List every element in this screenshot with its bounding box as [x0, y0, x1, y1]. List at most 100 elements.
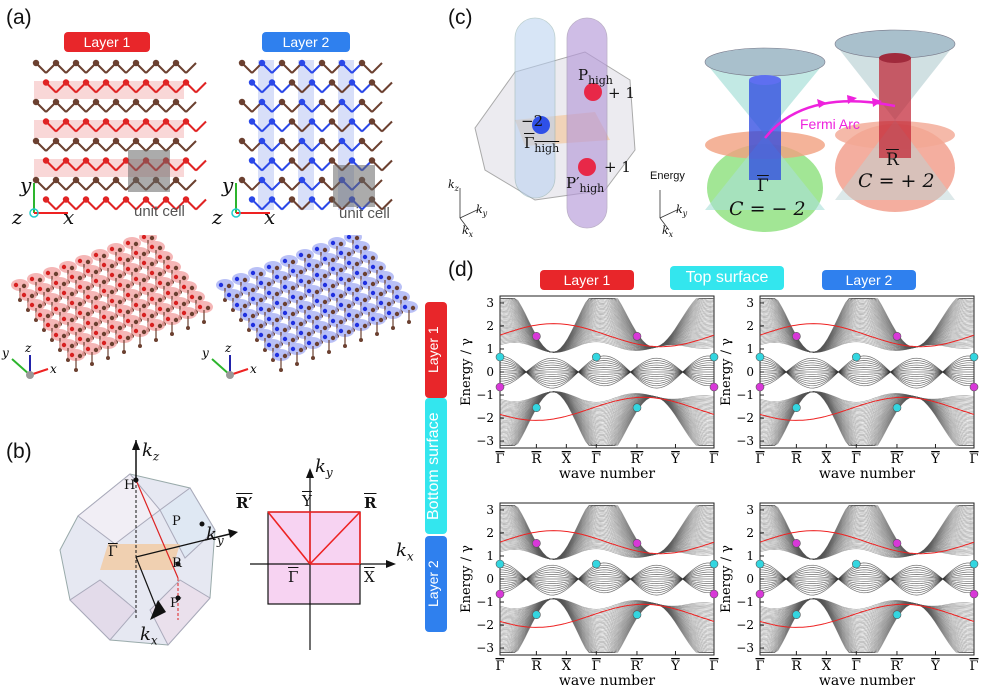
y-tick-label: 3 [746, 296, 754, 310]
x-tick-label: R [791, 659, 802, 674]
svg-text:x: x [50, 362, 57, 376]
y-tick-label: −2 [476, 411, 494, 425]
cyan-marker [592, 352, 601, 362]
cyan-marker [632, 610, 642, 619]
sq-X-label: X [364, 568, 375, 586]
magenta-marker [532, 538, 541, 548]
cyan-marker [792, 610, 801, 619]
cyan-marker [495, 559, 505, 569]
y-tick-label: −3 [476, 434, 494, 448]
axis-z-label-2: z [212, 205, 223, 229]
x-tick-label: Y [930, 659, 940, 674]
x-tick-label: Y [670, 659, 680, 674]
y-tick-label: −2 [476, 618, 494, 632]
Gamma-high-label: Γhigh [524, 134, 560, 155]
cone-R-label: R [886, 150, 899, 170]
cyan-marker [892, 403, 902, 412]
plus1-bottom: + 1 [604, 158, 631, 176]
cyan-marker [892, 610, 902, 619]
panel-a-label: (a) [6, 6, 32, 29]
axis-y-label-2: y [222, 173, 234, 197]
x-tick-label: Y [930, 452, 940, 467]
x-tick-label: Γ [592, 659, 601, 674]
bz-Pprime-label: P′ [170, 596, 182, 611]
magenta-marker [709, 382, 719, 392]
bz-kx-label: kx [140, 624, 158, 648]
x-axis-label: wave number [819, 466, 916, 482]
y-tick-label: −3 [736, 641, 754, 655]
cyan-marker [592, 559, 601, 569]
minus2-label: −2 [521, 112, 544, 130]
c2-kx-label: kx [662, 224, 674, 240]
sq-kx-label: kx [396, 540, 414, 564]
cyan-marker [632, 403, 642, 412]
y-tick-label: 1 [746, 342, 754, 356]
svg-text:x: x [250, 362, 257, 376]
x-tick-label: X [562, 659, 572, 674]
x-tick-label: R [531, 452, 542, 467]
layer2-badge: Layer 2 [262, 32, 350, 52]
magenta-marker [709, 589, 719, 599]
x-tick-label: X [822, 452, 832, 467]
cyan-marker [755, 559, 765, 569]
x-tick-label: R [791, 452, 802, 467]
x-tick-label: Γ [755, 659, 764, 674]
bz-R-label: R [172, 556, 182, 571]
x-axis-label: wave number [559, 673, 656, 689]
y-tick-label: 1 [746, 549, 754, 563]
x-tick-label: Γ [592, 452, 601, 467]
panel-c-label: (c) [448, 6, 473, 29]
bottom-surface-badge: Bottom surface [425, 398, 447, 534]
magenta-marker [969, 382, 979, 392]
chern-plus-label: C = + 2 [858, 170, 935, 192]
magenta-marker [755, 589, 765, 599]
y-tick-label: 1 [486, 549, 494, 563]
y-axis-label: Energy / γ [719, 545, 734, 613]
cyan-marker [532, 403, 541, 412]
unit-cell-box-1 [128, 150, 170, 192]
cyan-marker [852, 352, 861, 362]
y-tick-label: 0 [746, 572, 754, 586]
axis-y-label-1: y [20, 173, 32, 197]
axis-x-label-1: x [63, 205, 75, 229]
panel-b-label: (b) [6, 440, 32, 463]
col-layer1-badge: Layer 1 [540, 270, 634, 290]
x-tick-label: Γ [969, 659, 978, 674]
x-tick-label: Γ [969, 452, 978, 467]
y-tick-label: 3 [746, 503, 754, 517]
x-tick-label: R′ [631, 659, 644, 674]
y-tick-label: 2 [746, 319, 754, 333]
plus1-top: + 1 [608, 84, 635, 102]
svg-text:z: z [24, 341, 32, 355]
weyl-cones-figure [459, 17, 956, 232]
bz-ky-label: ky [206, 524, 224, 548]
y-tick-label: −2 [736, 411, 754, 425]
cyan-marker [852, 559, 861, 569]
y-tick-label: −3 [476, 641, 494, 655]
cyan-marker [709, 352, 719, 362]
y-tick-label: −1 [476, 388, 494, 402]
y-tick-label: 0 [486, 572, 494, 586]
col-layer2-badge: Layer 2 [822, 270, 916, 290]
y-tick-label: 2 [746, 526, 754, 540]
axis-x-label-2: x [264, 205, 276, 229]
axis-z-label-1: z [12, 205, 23, 229]
y-tick-label: 2 [486, 319, 494, 333]
svg-text:y: y [1, 346, 9, 360]
magenta-marker [495, 382, 505, 392]
x-tick-label: Y [670, 452, 680, 467]
magenta-marker [632, 331, 642, 341]
y-tick-label: −1 [736, 595, 754, 609]
sq-R-label: R [364, 494, 377, 512]
y-tick-label: 3 [486, 296, 494, 310]
cyan-marker [495, 352, 505, 362]
magenta-marker [495, 589, 505, 599]
magenta-marker [969, 589, 979, 599]
layer1-badge: Layer 1 [64, 32, 150, 52]
cyan-marker [969, 559, 979, 569]
fermi-arc-label: Fermi Arc [800, 116, 860, 132]
lattice-3d-view: y z x y z x [1, 235, 418, 379]
